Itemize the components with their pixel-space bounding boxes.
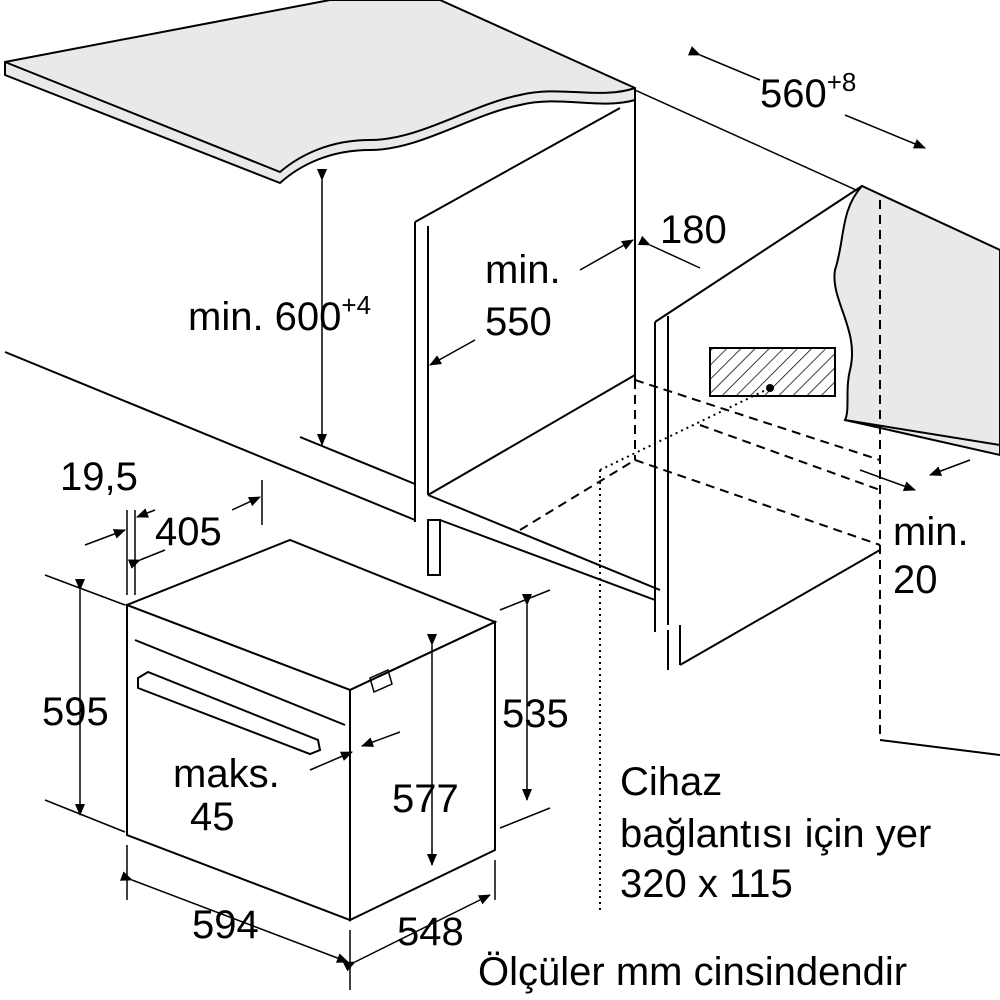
label-405: 405: [155, 510, 222, 554]
label-577: 577: [392, 777, 459, 821]
label-595: 595: [42, 690, 109, 734]
label-min-600: min. 600+4: [188, 290, 371, 339]
dimension-lines: [44, 46, 971, 990]
label-min-550-line1: min.: [485, 248, 561, 292]
connection-note-line1: Cihaz: [620, 760, 722, 804]
label-niche-width: 560+8: [760, 67, 856, 116]
right-cabinet: [519, 184, 1000, 910]
label-535: 535: [502, 692, 569, 736]
label-180: 180: [660, 208, 727, 252]
label-min-550-line2: 550: [485, 300, 552, 344]
label-19-5: 19,5: [60, 455, 138, 499]
label-min-20-line1: min.: [893, 510, 969, 554]
label-maks-line1: maks.: [173, 752, 280, 796]
oven: [124, 538, 498, 922]
connection-note-line2: bağlantısı için yer: [620, 812, 931, 856]
label-548: 548: [397, 910, 464, 954]
connection-note-line3: 320 x 115: [620, 862, 793, 906]
countertop: [4, 0, 636, 185]
units-note: Ölçüler mm cinsindendir: [478, 950, 907, 994]
oven-handle: [137, 670, 322, 756]
label-maks-line2: 45: [190, 795, 235, 839]
label-min-20-line2: 20: [893, 558, 938, 602]
label-594: 594: [192, 903, 259, 947]
